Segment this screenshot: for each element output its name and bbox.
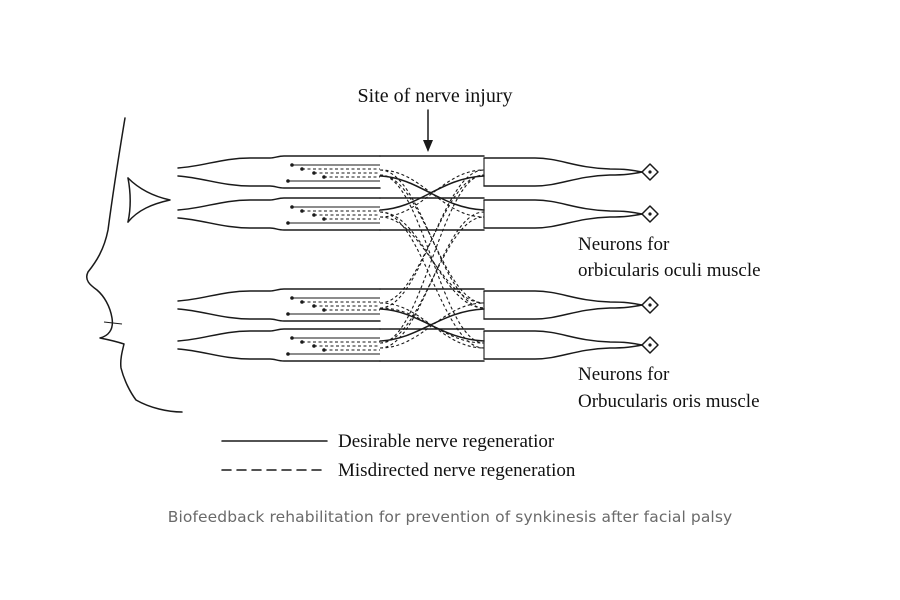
neuron-pathways xyxy=(177,155,643,362)
right-neuron-lower-edge xyxy=(483,344,643,360)
right-neuron-lower-edge xyxy=(483,171,643,187)
left-neuron-lower-edge xyxy=(177,175,381,189)
right-neuron-upper-edge xyxy=(483,157,643,173)
right-neuron-lower-edge xyxy=(483,304,643,320)
left-neuron-lower-edge xyxy=(177,348,381,362)
misdirected-crossing xyxy=(379,174,485,304)
axon-terminal-dot xyxy=(322,348,326,352)
axon-terminal-dot xyxy=(300,300,304,304)
axon-terminal-dot xyxy=(322,217,326,221)
left-neuron-lower-edge xyxy=(177,217,381,231)
diamond-endplate-icon xyxy=(641,336,659,354)
axon-terminal-dot xyxy=(312,304,316,308)
diamond-endplate-icon xyxy=(641,296,659,314)
axon-terminal-dot xyxy=(286,352,290,356)
axon-terminal-dot xyxy=(286,221,290,225)
misdirected-crossing xyxy=(379,211,485,349)
axon-terminal-dot xyxy=(286,312,290,316)
axon-terminal-dot xyxy=(290,296,294,300)
axon-terminal-dot xyxy=(290,205,294,209)
right-neuron-upper-edge xyxy=(483,199,643,215)
misdirected-crossing xyxy=(379,302,485,349)
axon-terminal-dot xyxy=(300,167,304,171)
right-neuron-upper-edge xyxy=(483,330,643,346)
legend-solid-label: Desirable nerve regeneratior xyxy=(338,431,555,452)
left-neuron-upper-edge xyxy=(177,155,381,169)
right-neuron-lower-edge xyxy=(483,213,643,229)
eye-shape xyxy=(127,177,171,223)
diamond-endplate-icon xyxy=(641,163,659,181)
axon-terminal-dot xyxy=(290,336,294,340)
misdirected-crossing xyxy=(379,169,485,218)
left-neuron-upper-edge xyxy=(177,197,381,211)
right-neuron-upper-edge xyxy=(483,290,643,306)
axon-terminal-dot xyxy=(286,179,290,183)
figure-caption: Biofeedback rehabilitation for preventio… xyxy=(167,508,733,526)
legend-dashed-label: Misdirected nerve regeneration xyxy=(338,460,576,481)
axon-terminal-dot xyxy=(322,308,326,312)
oculi-label-line2: orbicularis oculi muscle xyxy=(578,260,761,281)
muscle-endplates xyxy=(641,163,659,354)
endplate-center-dot xyxy=(648,343,652,347)
face-profile-drawing xyxy=(85,117,183,413)
regeneration-crossings xyxy=(379,155,485,362)
diamond-endplate-icon xyxy=(641,205,659,223)
injury-label: Site of nerve injury xyxy=(358,85,513,107)
misdirected-crossing xyxy=(379,169,485,309)
misdirected-crossing xyxy=(379,174,485,344)
endplate-center-dot xyxy=(648,170,652,174)
oculi-label-line1: Neurons for xyxy=(578,234,670,255)
oris-label-line1: Neurons for xyxy=(578,364,670,385)
axon-terminal-dot xyxy=(300,340,304,344)
left-neuron-upper-edge xyxy=(177,328,381,342)
endplate-center-dot xyxy=(648,303,652,307)
axon-terminal-dot xyxy=(312,344,316,348)
misdirected-crossing xyxy=(379,174,485,344)
misdirected-crossing xyxy=(379,174,485,304)
axon-terminal-dot xyxy=(290,163,294,167)
left-neuron-upper-edge xyxy=(177,288,381,302)
left-neuron-lower-edge xyxy=(177,308,381,322)
misdirected-crossing xyxy=(379,169,485,218)
oris-label-line2: Orbucularis oris muscle xyxy=(578,391,760,412)
axon-terminal-dot xyxy=(312,171,316,175)
axon-terminal-dot xyxy=(300,209,304,213)
axon-terminal-dot xyxy=(322,175,326,179)
endplate-center-dot xyxy=(648,212,652,216)
axon-terminal-dot xyxy=(312,213,316,217)
